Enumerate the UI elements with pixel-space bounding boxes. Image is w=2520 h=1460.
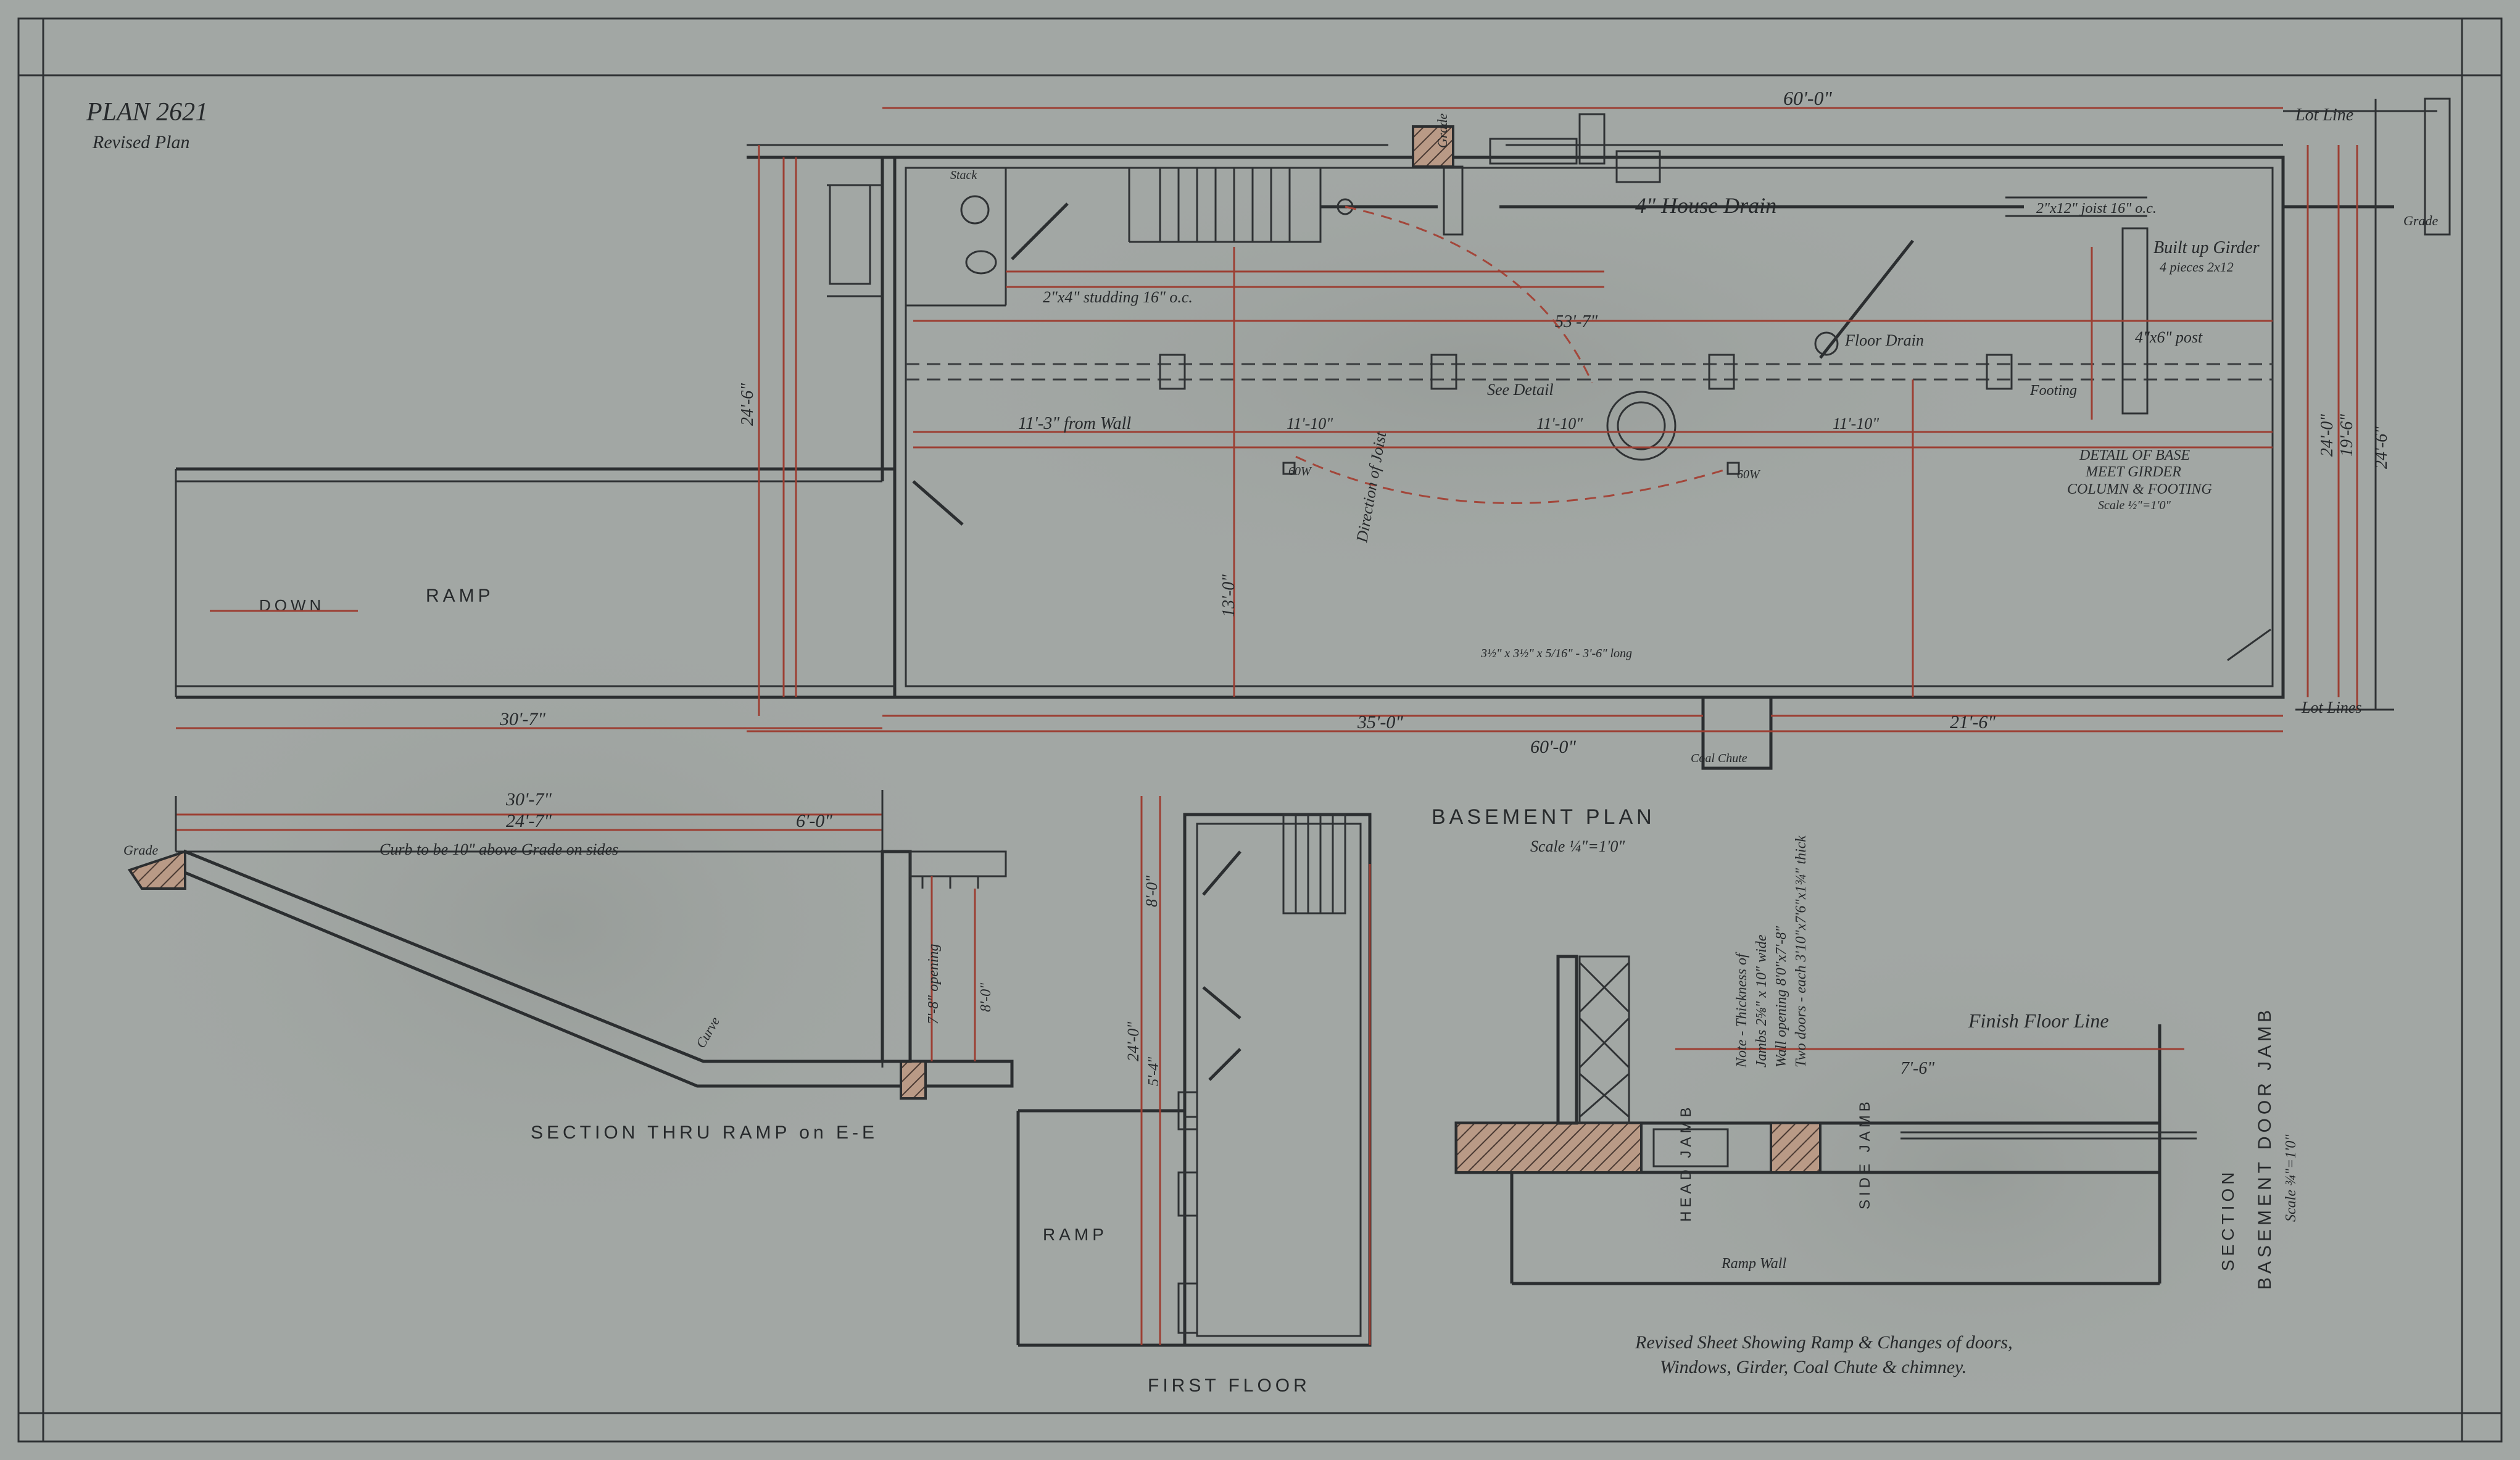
detail-line-1: DETAIL OF BASE bbox=[2079, 447, 2190, 463]
dim-24ft0-right: 24'-0" bbox=[2318, 414, 2337, 457]
lot-lines-label: Lot Lines bbox=[2301, 699, 2362, 716]
toilet-icon bbox=[965, 250, 997, 275]
ramp-section: Curb to be 10" above Grade on sides 30'-… bbox=[123, 789, 1014, 1143]
door-jamb-section: Finish Floor Line 7'-6" Ramp Wall HEAD J… bbox=[1454, 836, 2299, 1290]
detail-line-4: Scale ½"=1'0" bbox=[2098, 499, 2171, 512]
first-floor-dim-5: 5'-4" bbox=[1146, 1056, 1162, 1086]
house-drain-label: 4" House Drain bbox=[1635, 193, 1776, 218]
dim-53ft: 53'-7" bbox=[1555, 312, 1598, 331]
curb-note: Curb to be 10" above Grade on sides bbox=[379, 840, 618, 858]
dim-35ft: 35'-0" bbox=[1357, 712, 1403, 732]
door-jamb-title: BASEMENT DOOR JAMB bbox=[2255, 1006, 2275, 1290]
light-60w-icon bbox=[1337, 198, 1354, 215]
stack-label: Stack bbox=[950, 168, 977, 182]
dim-19ft6-right: 19'-6" bbox=[2337, 414, 2356, 457]
dimension-lines bbox=[176, 107, 2358, 732]
section-dim-six: 6'-0" bbox=[796, 811, 832, 831]
basement-plan: PLAN 2621 Revised Plan RAMP DOWN 4" Hous… bbox=[86, 87, 2451, 855]
sixty-w-a: 60W bbox=[1288, 465, 1312, 478]
dim-21ft: 21'-6" bbox=[1950, 712, 1996, 732]
side-jamb-label: SIDE JAMB bbox=[1857, 1098, 1873, 1209]
dim-60ft-bottom: 60'-0" bbox=[1530, 737, 1576, 757]
opening-dim: 7'-8" opening bbox=[926, 944, 942, 1024]
revision-note: Revised Sheet Showing Ramp & Changes of … bbox=[1635, 1332, 2013, 1377]
first-floor-ramp-label: RAMP bbox=[1043, 1225, 1108, 1244]
plan-number: PLAN 2621 bbox=[86, 98, 208, 127]
section-eight-dim: 8'-0" bbox=[978, 982, 994, 1012]
stack-icon bbox=[960, 195, 990, 225]
girder-sub-label: 4 pieces 2x12 bbox=[2160, 259, 2234, 275]
finish-floor-label: Finish Floor Line bbox=[1968, 1010, 2109, 1032]
first-floor-title: FIRST FLOOR bbox=[1148, 1375, 1311, 1396]
light-icon-a bbox=[1282, 462, 1296, 475]
dim-30ft-ramp: 30'-7" bbox=[499, 709, 545, 729]
jamb-dim-7ft: 7'-6" bbox=[1900, 1059, 1934, 1078]
ramp-plan bbox=[175, 157, 897, 699]
first-floor-dim-8: 8'-0" bbox=[1143, 876, 1161, 907]
dim-24ft6-right: 24'-6" bbox=[2372, 426, 2391, 469]
ramp-section-title: SECTION THRU RAMP on E-E bbox=[531, 1122, 878, 1143]
post-label: 4"x6" post bbox=[2135, 328, 2203, 346]
lot-line-top-label: Lot Line bbox=[2295, 106, 2353, 125]
dim-11ft-c: 11'-10" bbox=[1833, 415, 1879, 433]
basement-title: BASEMENT PLAN bbox=[1432, 805, 1656, 829]
see-detail-label: See Detail bbox=[1487, 381, 1554, 399]
floor-drain-label: Floor Drain bbox=[1844, 331, 1924, 349]
angle-label: 3½" x 3½" x 5/16" - 3'-6" long bbox=[1480, 647, 1632, 660]
ramp-wall-label: Ramp Wall bbox=[1721, 1256, 1786, 1272]
first-floor-dim-24: 24'-0" bbox=[1124, 1022, 1142, 1061]
section-grade-label: Grade bbox=[123, 842, 158, 858]
grate-icon bbox=[1606, 391, 1677, 461]
detail-line-3: COLUMN & FOOTING bbox=[2067, 481, 2212, 497]
door-jamb-scale: Scale ¾"=1'0" bbox=[2283, 1134, 2299, 1222]
grade-label-top: Grade bbox=[1435, 114, 1450, 148]
footing-label: Footing bbox=[2029, 383, 2077, 399]
jamb-note-3: Wall opening 8'0"x7'-8" bbox=[1773, 926, 1789, 1068]
revision-label: Revised Plan bbox=[92, 132, 189, 152]
sixty-w-b: 60W bbox=[1737, 468, 1761, 481]
ramp-label: RAMP bbox=[426, 586, 494, 606]
light-icon-b bbox=[1726, 462, 1740, 475]
jamb-note-4: Two doors - each 3'10"x7'6"x1¾" thick bbox=[1793, 836, 1809, 1068]
sheet-border bbox=[17, 17, 2503, 1443]
grade-right-label: Grade bbox=[2403, 213, 2438, 228]
jamb-section-label: SECTION bbox=[2218, 1169, 2237, 1271]
revision-note-line-1: Revised Sheet Showing Ramp & Changes of … bbox=[1635, 1332, 2013, 1353]
toilet-room bbox=[906, 168, 1069, 307]
basement-scale: Scale ¼"=1'0" bbox=[1530, 837, 1625, 855]
floor-drain-icon bbox=[1814, 331, 1839, 356]
head-jamb-label: HEAD JAMB bbox=[1678, 1104, 1694, 1222]
first-floor: RAMP 8'-0" 24'-0" 5'-4" FIRST FLOOR bbox=[1016, 796, 1372, 1396]
dim-24ft6-left: 24'-6" bbox=[738, 383, 757, 426]
section-dim-mid: 24'-7" bbox=[506, 811, 552, 831]
from-wall-dim: 11'-3" from Wall bbox=[1018, 414, 1131, 433]
studding-label: 2"x4" studding 16" o.c. bbox=[1043, 288, 1193, 306]
joist-label: 2"x12" joist 16" o.c. bbox=[2036, 201, 2157, 217]
section-dim-top: 30'-7" bbox=[505, 789, 552, 810]
detail-line-2: MEET GIRDER bbox=[2085, 464, 2181, 480]
dim-11ft-b: 11'-10" bbox=[1536, 415, 1583, 433]
jamb-note-2: Jambs 2⅝" x 10" wide bbox=[1754, 934, 1770, 1068]
revision-note-line-2: Windows, Girder, Coal Chute & chimney. bbox=[1660, 1357, 1967, 1377]
coal-chute-label: Coal Chute bbox=[1691, 752, 1747, 765]
dim-11ft-a: 11'-10" bbox=[1287, 415, 1333, 433]
jamb-note-1: Note - Thickness of bbox=[1734, 952, 1750, 1068]
girder-label: Built up Girder bbox=[2153, 238, 2260, 257]
dim-60ft-top: 60'-0" bbox=[1783, 87, 1833, 109]
dim-13ft: 13'-0" bbox=[1219, 574, 1238, 617]
stair bbox=[1128, 167, 1322, 243]
